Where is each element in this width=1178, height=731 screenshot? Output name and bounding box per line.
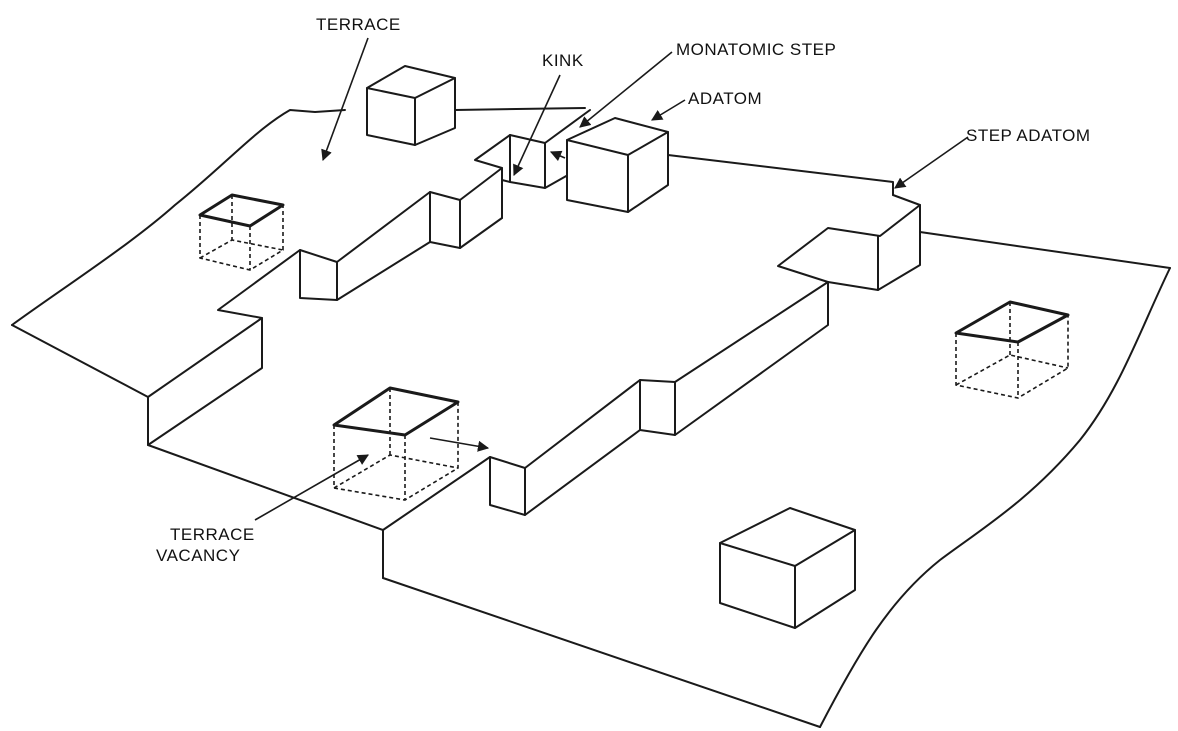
pointer-arrows	[255, 38, 968, 520]
adatom-cube-lower	[720, 508, 855, 628]
label-step-adatom: STEP ADATOM	[966, 126, 1091, 145]
label-terrace-vacancy-line2: VACANCY	[156, 546, 240, 565]
terrace-arrow	[323, 38, 368, 160]
adatom-cube	[567, 118, 668, 212]
kink-small-arrow	[551, 152, 565, 158]
label-monatomic-step: MONATOMIC STEP	[676, 40, 836, 59]
monatomic-step-edge	[148, 110, 590, 445]
upper-terrace	[12, 108, 585, 397]
terrace-vacancy-arrow	[255, 455, 368, 520]
step-adatom-arrow	[895, 137, 968, 188]
label-terrace-vacancy-line1: TERRACE	[170, 525, 255, 544]
lower-terrace	[383, 232, 1170, 727]
vacancy-lower-right	[956, 302, 1068, 398]
label-adatom: ADATOM	[688, 89, 762, 108]
kink-arrow	[514, 75, 560, 175]
adatom-cube-upper	[367, 66, 455, 145]
terrace-vacancy	[334, 388, 458, 500]
vacancy-upper-left	[200, 195, 283, 270]
label-kink: KINK	[542, 51, 584, 70]
label-terrace: TERRACE	[316, 15, 401, 34]
adatom-arrow	[652, 100, 685, 120]
labels: TERRACE KINK MONATOMIC STEP ADATOM STEP …	[156, 15, 1091, 565]
diffusion-arrow	[430, 438, 488, 448]
